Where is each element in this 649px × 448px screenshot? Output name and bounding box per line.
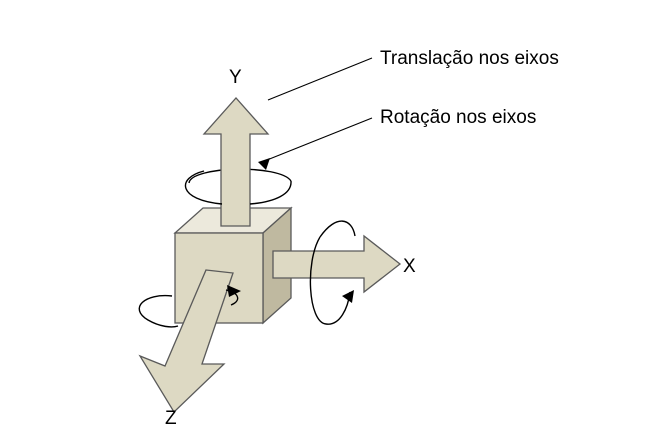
y-axis-label: Y [229,67,242,88]
translation-leader-line [267,57,373,101]
x-rotation-loop-front [309,236,351,325]
x-axis-arrow [272,234,402,294]
x-rotation-arrowhead [342,290,354,303]
z-rotation-arrowhead [227,285,241,297]
x-rotation-loop-back [319,220,356,238]
y-rotation-loop-front [184,170,292,205]
x-axis-label: X [403,256,416,277]
y-rotation-arrowhead [258,158,270,170]
translation-annotation: Translação nos eixos [380,48,559,69]
rotation-annotation: Rotação nos eixos [380,107,536,128]
rotation-leader-line [266,117,373,161]
z-axis-label: Z [165,408,177,429]
y-axis-arrow [202,97,270,227]
